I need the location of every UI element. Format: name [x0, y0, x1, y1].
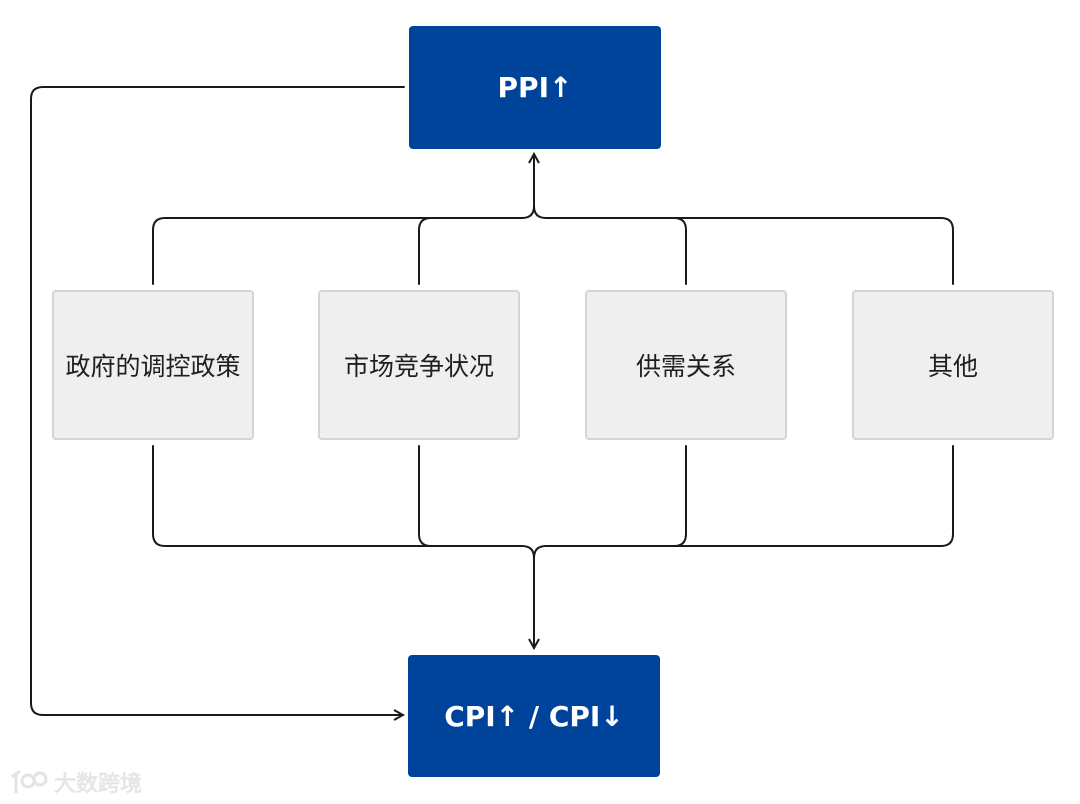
- branch-top-1: [418, 217, 432, 285]
- cpi-box: CPI↑ / CPI↓: [408, 655, 660, 777]
- factor-box-market-competition: 市场竞争状况: [318, 290, 520, 440]
- branch-top-2: [673, 217, 687, 285]
- factor-box-other: 其他: [852, 290, 1054, 440]
- factor-label: 政府的调控政策: [65, 352, 241, 381]
- factor-label: 供需关系: [635, 352, 736, 381]
- bus-bottom-right: [533, 445, 954, 559]
- factor-label: 其他: [927, 352, 978, 381]
- branch-bottom-2: [673, 445, 687, 547]
- watermark-text: 大数跨境: [54, 772, 143, 797]
- factor-box-supply-demand: 供需关系: [585, 290, 787, 440]
- factor-label: 市场竞争状况: [343, 352, 494, 381]
- loop-ppi-to-cpi: [30, 86, 405, 715]
- cpi-label: CPI↑ / CPI↓: [444, 699, 624, 733]
- bus-top: [152, 205, 535, 285]
- watermark: 大数跨境: [10, 764, 142, 800]
- bus-bottom: [152, 445, 535, 559]
- ppi-label: PPI↑: [497, 71, 573, 104]
- watermark-logo-icon: [11, 769, 48, 793]
- factor-box-government-policy: 政府的调控政策: [52, 290, 254, 440]
- bus-top-right: [533, 205, 954, 285]
- branch-bottom-1: [418, 445, 432, 547]
- ppi-box: PPI↑: [409, 26, 661, 149]
